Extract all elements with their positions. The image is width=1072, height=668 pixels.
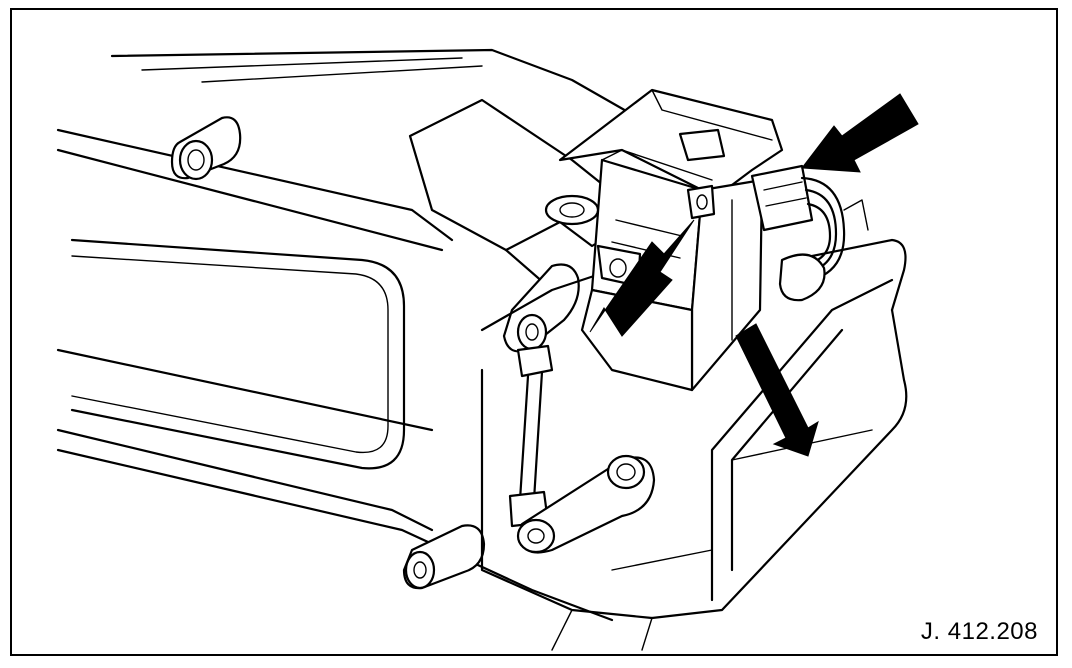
figure-frame: J. 412.208 [10, 8, 1058, 656]
arrow-lower-screw [735, 323, 819, 457]
housing-boss [170, 116, 242, 181]
lower-pin [402, 524, 486, 590]
arrow-upper-screw [589, 219, 695, 337]
electrical-connector [750, 164, 869, 302]
technical-illustration [56, 48, 919, 651]
figure-reference-code: J. 412.208 [920, 618, 1038, 645]
indicator-arrows [589, 93, 919, 457]
actuator-motor [558, 88, 784, 392]
arrow-connector [801, 93, 919, 173]
lever-linkage [502, 263, 656, 554]
